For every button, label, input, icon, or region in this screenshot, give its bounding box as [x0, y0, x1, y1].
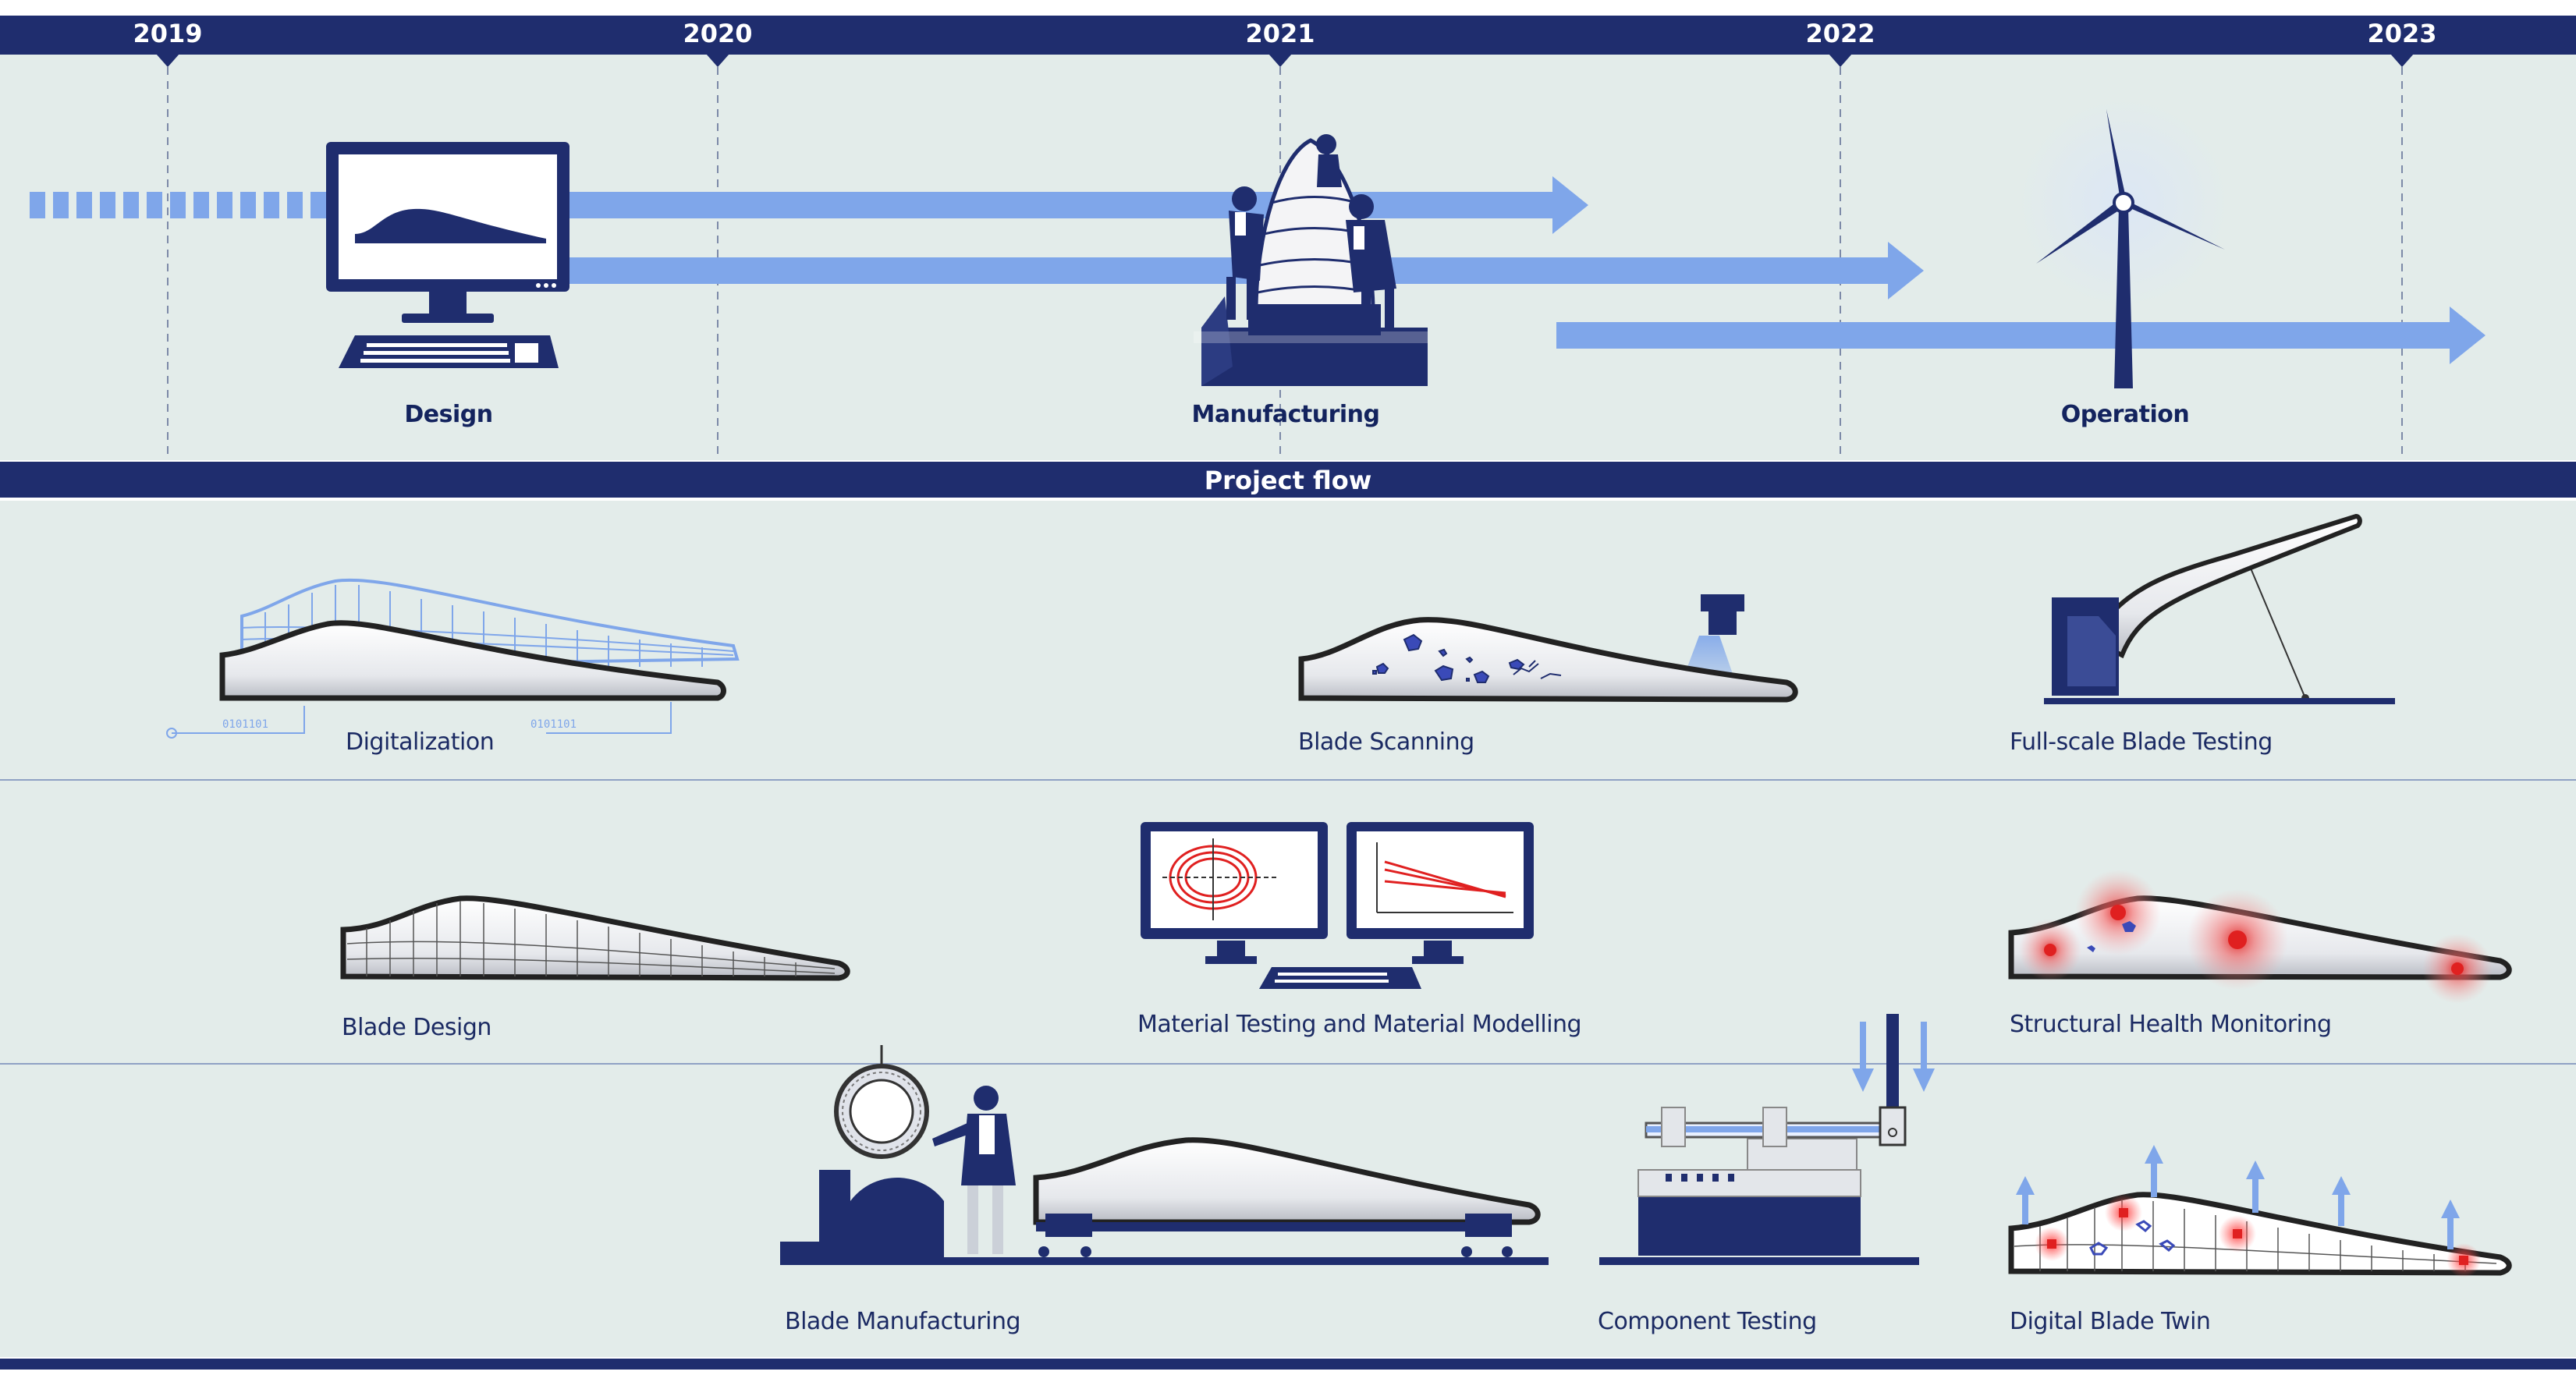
blade-design-icon — [340, 895, 850, 981]
lead-in-dashes — [30, 192, 326, 218]
bottom-bar — [0, 1359, 2576, 1370]
year-label-2021: 2021 — [1245, 19, 1315, 48]
year-label-2020: 2020 — [683, 19, 753, 48]
year-guides — [167, 67, 2403, 456]
year-bar — [0, 16, 2576, 55]
computer-icon — [326, 142, 569, 368]
module-label-blade-design: Blade Design — [342, 1014, 491, 1041]
module-label-blade-manufacturing: Blade Manufacturing — [785, 1308, 1021, 1335]
digitalization-icon — [166, 578, 740, 739]
row-separators — [0, 779, 2576, 1065]
year-label-2019: 2019 — [133, 19, 203, 48]
material-testing-icon — [1141, 822, 1534, 989]
digital-twin-icon — [2008, 1145, 2512, 1277]
blade-scanning-icon — [1298, 594, 1798, 703]
manufacturing-icon — [1194, 134, 1428, 386]
binary-text-a: 0101101 — [222, 718, 268, 731]
module-label-component-testing: Component Testing — [1598, 1308, 1817, 1335]
module-label-blade-scanning: Blade Scanning — [1298, 728, 1474, 756]
phase-label-design: Design — [404, 401, 493, 428]
year-markers — [156, 54, 2414, 67]
phase-label-manufacturing: Manufacturing — [1191, 401, 1381, 428]
year-label-2022: 2022 — [1805, 19, 1875, 48]
phase-label-operation: Operation — [2060, 401, 2190, 428]
module-label-digitalization: Digitalization — [346, 728, 495, 756]
project-flow-bar — [0, 462, 2576, 498]
module-label-shm: Structural Health Monitoring — [2010, 1011, 2332, 1038]
module-label-full-scale-testing: Full-scale Blade Testing — [2010, 728, 2273, 756]
wind-turbine-icon — [2018, 97, 2229, 388]
project-flow-title: Project flow — [1204, 466, 1372, 495]
module-label-material-testing: Material Testing and Material Modelling — [1137, 1011, 1582, 1038]
arrow-operation — [1556, 307, 2486, 364]
module-label-digital-twin: Digital Blade Twin — [2010, 1308, 2211, 1335]
year-label-2023: 2023 — [2367, 19, 2437, 48]
arrow-design — [562, 176, 1588, 234]
component-testing-icon — [1599, 1014, 1935, 1265]
full-scale-testing-icon — [2044, 513, 2395, 704]
blade-manufacturing-icon — [780, 1045, 1549, 1265]
binary-text-b: 0101101 — [530, 718, 577, 731]
shm-icon — [2008, 870, 2512, 1004]
